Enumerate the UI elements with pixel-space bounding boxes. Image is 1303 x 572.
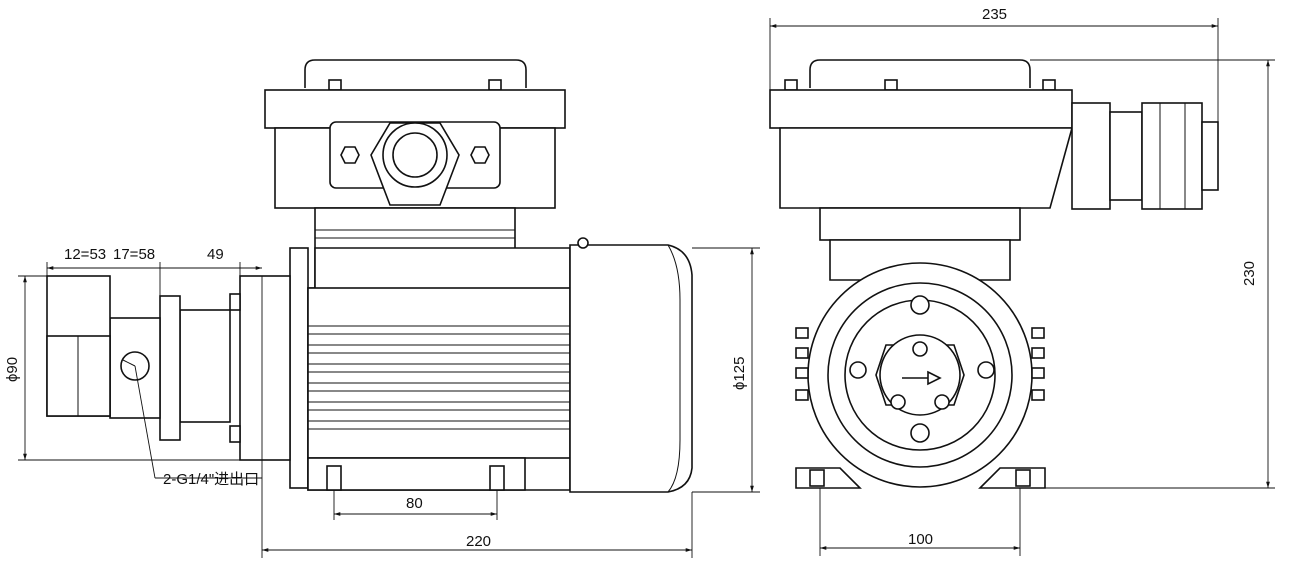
- hex-bolt-left: [340, 146, 360, 164]
- cooling-fins: [308, 325, 570, 430]
- pump-adapter: [239, 275, 291, 461]
- face-bolt-3: [934, 394, 950, 410]
- side-lid: [809, 59, 1031, 88]
- side-neck: [819, 207, 1021, 241]
- side-foot-right: [978, 467, 1046, 489]
- motor-front-flange: [289, 247, 309, 489]
- dim-49: 49: [207, 246, 224, 263]
- side-view: [769, 59, 1219, 489]
- side-foot-left: [795, 467, 862, 489]
- lid-screw-left: [328, 79, 342, 91]
- face-screw-left: [849, 361, 867, 379]
- flow-arrow-icon: [902, 370, 942, 386]
- face-screw-right: [977, 361, 995, 379]
- pump-flange: [159, 295, 181, 441]
- pump-bracket: [179, 309, 231, 423]
- side-gland-mid: [1109, 111, 1143, 201]
- dim-230: 230: [1241, 261, 1258, 286]
- port-label: 2-G1/4"进出口: [163, 471, 259, 488]
- lid-screw-right: [488, 79, 502, 91]
- dim-235: 235: [982, 6, 1007, 23]
- side-junction-body: [779, 127, 1074, 209]
- dim-220: 220: [466, 533, 491, 550]
- dim-17-58: 17=58: [113, 246, 155, 263]
- side-junction-top: [769, 89, 1073, 129]
- dim-phi125: ϕ125: [731, 357, 748, 390]
- face-screw-top: [910, 295, 930, 315]
- motor-core: [307, 287, 571, 459]
- dim-80: 80: [406, 495, 423, 512]
- dim-100: 100: [908, 531, 933, 548]
- face-bolt-1: [912, 341, 928, 357]
- hex-bolt-right: [470, 146, 490, 164]
- front-view: [46, 59, 693, 493]
- adapter-tab-bottom: [229, 425, 241, 443]
- dim-12-53: 12=53: [64, 246, 106, 263]
- foot-slot-right: [489, 465, 505, 491]
- side-gland-base: [1071, 102, 1111, 210]
- fan-cover: [569, 244, 693, 493]
- motor-base: [307, 457, 526, 491]
- side-fins: [795, 327, 1045, 401]
- dim-phi90: ϕ90: [4, 357, 21, 382]
- side-gland-nut: [1141, 102, 1203, 210]
- lifting-eye: [577, 237, 589, 249]
- gland-opening: [392, 132, 438, 178]
- face-bolt-2: [890, 394, 906, 410]
- junction-box-lid: [304, 59, 527, 88]
- adapter-tab-top: [229, 293, 241, 311]
- side-gland-tip: [1201, 121, 1219, 191]
- dimension-lines: [18, 18, 1275, 558]
- foot-slot-left: [326, 465, 342, 491]
- face-screw-bottom: [910, 423, 930, 443]
- dimension-labels: 235 230 100 220 80 ϕ125 ϕ90 12=53 17=58 …: [4, 6, 1258, 550]
